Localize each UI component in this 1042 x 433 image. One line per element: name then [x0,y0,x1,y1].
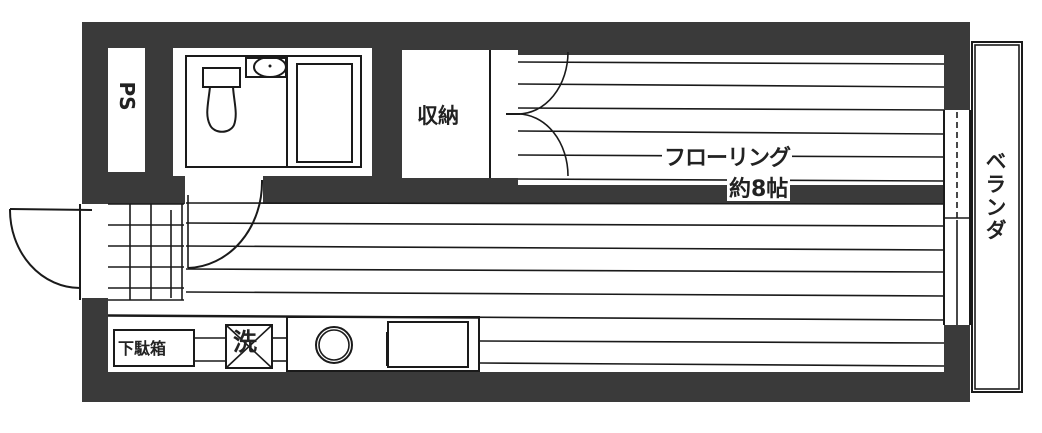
label-washer-space: 洗 [233,328,257,356]
bathroom-unit [185,55,362,168]
kitchen-counter [107,315,481,372]
label-main-room: フローリング [662,146,793,171]
label-balcony: ベランダ [983,150,1007,242]
bathtub-icon [296,63,353,163]
flooring-lines [107,61,945,367]
entrance-door [8,204,93,300]
balcony [971,41,1023,393]
balcony-sliding-window [943,110,971,325]
bathroom-door [187,179,264,269]
storage-double-door [489,50,569,178]
label-storage: 収納 [417,104,459,128]
label-main-room-size: 約8帖 [727,177,791,202]
toilet-icon [202,67,241,133]
label-pipe-space: PS [115,81,139,111]
entrance-step-grid [108,195,189,301]
interior [82,48,970,372]
wash-basin-icon [245,56,287,78]
stove-icon [315,326,353,364]
label-shoe-cabinet: 下駄箱 [118,339,167,358]
